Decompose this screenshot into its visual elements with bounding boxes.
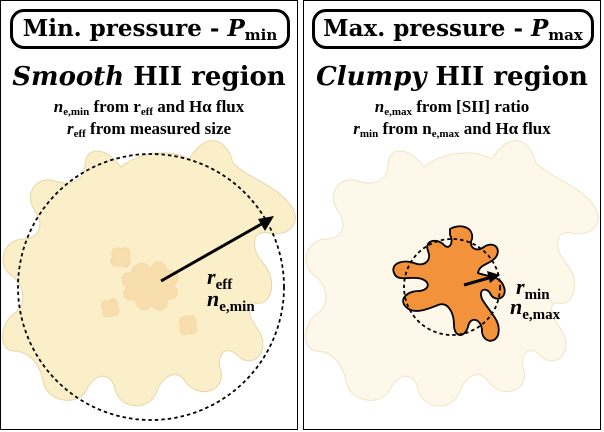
max-pressure-panel: rmin ne,max Max. pressure - Pmax Clumpy … <box>303 0 601 430</box>
max-pressure-header: Max. pressure - Pmax <box>312 9 594 49</box>
ne-max-description: ne,max from [SII] ratio <box>304 97 600 117</box>
smooth-region-title: Smooth HII region <box>1 61 297 93</box>
r-min-description: rmin from ne,max and Hα flux <box>304 119 600 139</box>
min-pressure-header: Min. pressure - Pmin <box>10 9 290 49</box>
min-pressure-panel: reff ne,min Min. pressure - Pmin Smooth … <box>0 0 298 430</box>
ne-min-description: ne,min from reff and Hα flux <box>1 97 297 117</box>
r-eff-description: reff from measured size <box>1 119 297 139</box>
clumpy-region-title: Clumpy HII region <box>304 61 600 93</box>
